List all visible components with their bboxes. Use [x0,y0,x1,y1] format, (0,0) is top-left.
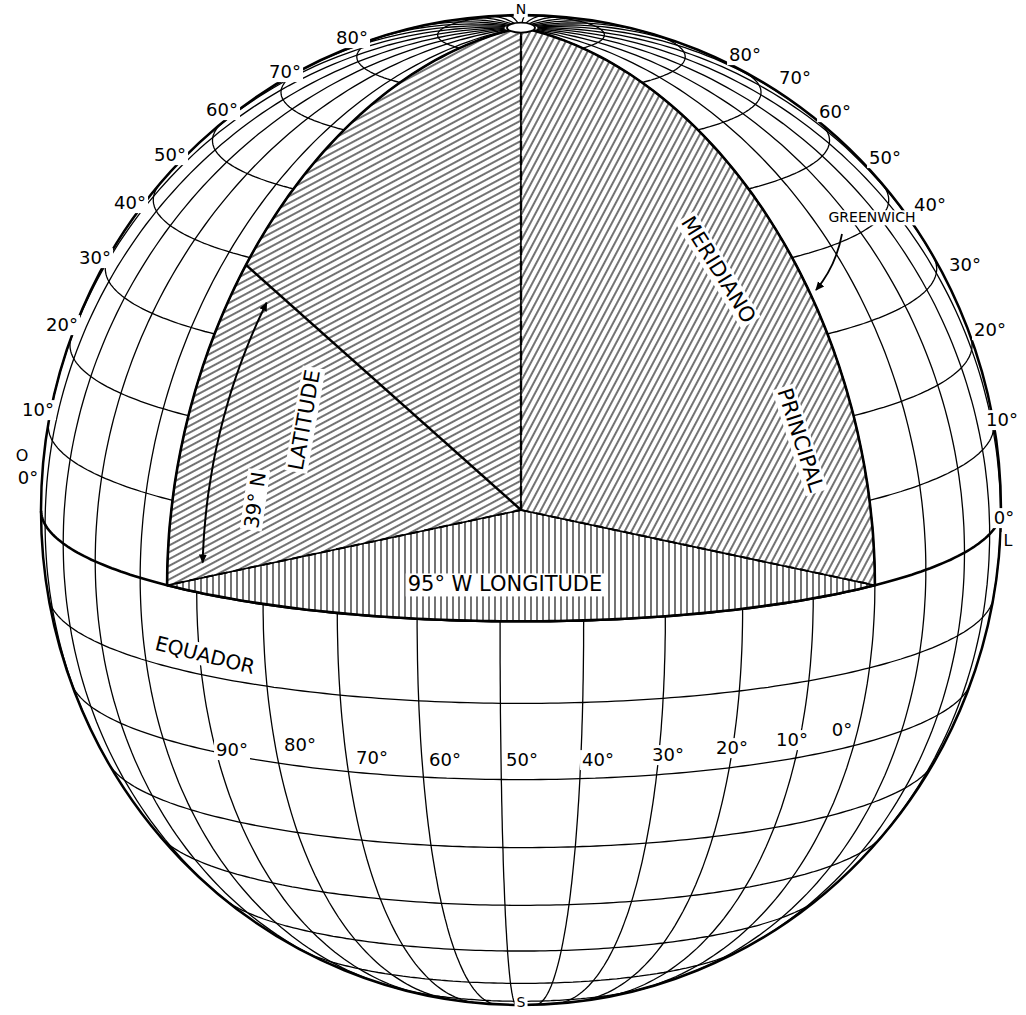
graticule [41,15,1001,1005]
latitude-number: 0° [16,468,40,488]
latitude-number: 40° [112,193,148,213]
meridian-plane [167,28,521,586]
latitude-number: 20° [972,320,1008,340]
latitude-number: 10° [20,400,56,420]
parallel-line [225,900,817,951]
latitude-number: 60° [817,102,853,122]
longitude-number: 60° [427,750,463,770]
latitude-number: 10° [984,410,1020,430]
meridian-line [441,20,511,25]
meridian-line [578,609,742,1002]
latitude-number: 70° [777,68,813,88]
latitude-number: 0° [992,508,1016,528]
latitude-number: 60° [204,100,240,120]
meridian-line [263,604,450,1000]
direction-letter: O [14,447,31,465]
latitude-number: 50° [152,145,188,165]
parallel-line [870,423,994,500]
longitude-number: 50° [504,750,540,770]
longitude-label: 95° W LONGITUDE [406,573,605,596]
meridian-edge [167,28,521,586]
longitude-number: 80° [282,735,318,755]
meridian-line [556,616,665,1004]
meridian-plane-ground [167,28,521,586]
pole-letter: N [514,2,528,17]
direction-letter: L [1002,532,1015,550]
longitude-number: 0° [830,720,854,740]
equator-label: EQUADOR [151,632,259,679]
globe-outline [41,15,1001,1005]
longitude-number: 70° [354,748,390,768]
north-pole [507,23,535,33]
latitude-number: 30° [77,248,113,268]
meridian-line [534,23,651,34]
leader-arrow [816,234,842,290]
longitude-number: 40° [580,750,616,770]
polar-axis [520,28,522,510]
latitude-number: 80° [727,45,763,65]
meridian-line [500,621,516,1005]
latitude-number: 30° [947,255,983,275]
longitude-number: 30° [650,745,686,765]
parallel-line [72,685,970,780]
latitude-label: 39° N [240,468,270,531]
meridian-edge [521,28,875,586]
meridian-plane [521,28,875,586]
cut-planes [167,23,875,622]
latitude-label: LATITUDE [284,366,325,474]
parallel-line [213,121,294,188]
meridian-label: MERIDIANO [675,211,761,329]
parallel-line [105,256,214,334]
latitude-number: 80° [334,28,370,48]
meridian-line [536,620,584,1004]
pole-letter: S [515,995,528,1010]
latitude-number: 20° [44,315,80,335]
parallel-line [48,423,172,500]
meridian-plane-ground [521,28,875,586]
latitude-number: 70° [267,62,303,82]
longitude-number: 90° [214,740,250,760]
latitude-number: 50° [867,148,903,168]
meridian-line [417,619,496,1005]
meridian-name: GREENWICH [826,210,917,225]
latitude-radius [246,265,521,510]
parallel-line [70,337,188,416]
meridian-line [606,598,813,997]
longitude-number: 20° [714,738,750,758]
parallel-line [153,184,250,257]
meridian-label: PRINCIPAL [772,383,828,496]
longitude-number: 10° [774,730,810,750]
